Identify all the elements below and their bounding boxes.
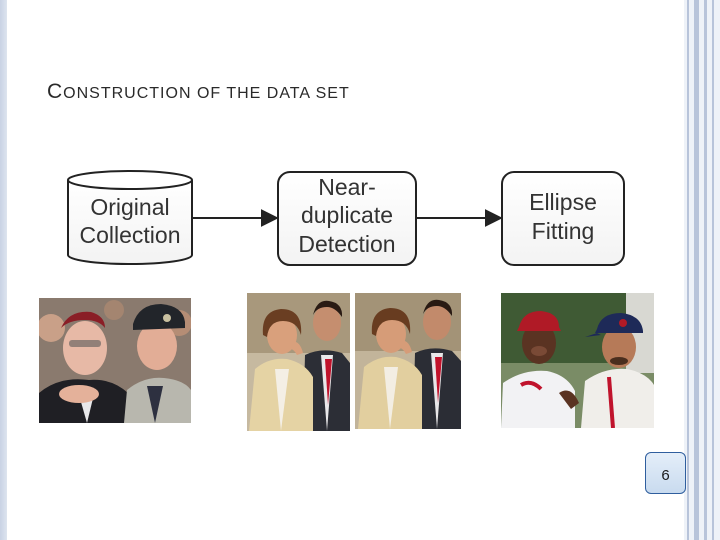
pipeline-diagram: Original Collection Near- duplicate Dete… — [67, 170, 625, 266]
node-ellipse-line-1: Ellipse — [529, 189, 597, 215]
node-ellipse-line-2: Fitting — [532, 218, 595, 244]
slide-left-border — [0, 0, 7, 540]
photo-couple-a — [247, 293, 350, 431]
photo-officials — [39, 298, 191, 423]
node-original-line-2: Collection — [80, 222, 181, 248]
photo-two-men-caps — [501, 293, 654, 428]
photo-couple-b — [355, 293, 461, 429]
title-rest: ONSTRUCTION OF THE DATA SET — [63, 85, 350, 102]
node-ellipse-fitting: Ellipse Fitting — [501, 171, 625, 266]
page-number: 6 — [661, 467, 670, 484]
slide-right-border — [684, 0, 720, 540]
node-original-line-1: Original — [90, 194, 169, 220]
node-original-collection: Original Collection — [67, 170, 193, 265]
node-near-duplicate-detection: Near- duplicate Detection — [277, 171, 417, 266]
slide-title: CONSTRUCTION OF THE DATA SET — [47, 80, 350, 104]
node-detection-line-1: Near- — [318, 174, 376, 200]
node-detection-line-3: Detection — [298, 231, 395, 257]
title-initial: C — [47, 80, 64, 103]
page-number-badge: 6 — [645, 452, 686, 494]
node-detection-line-2: duplicate — [301, 202, 393, 228]
